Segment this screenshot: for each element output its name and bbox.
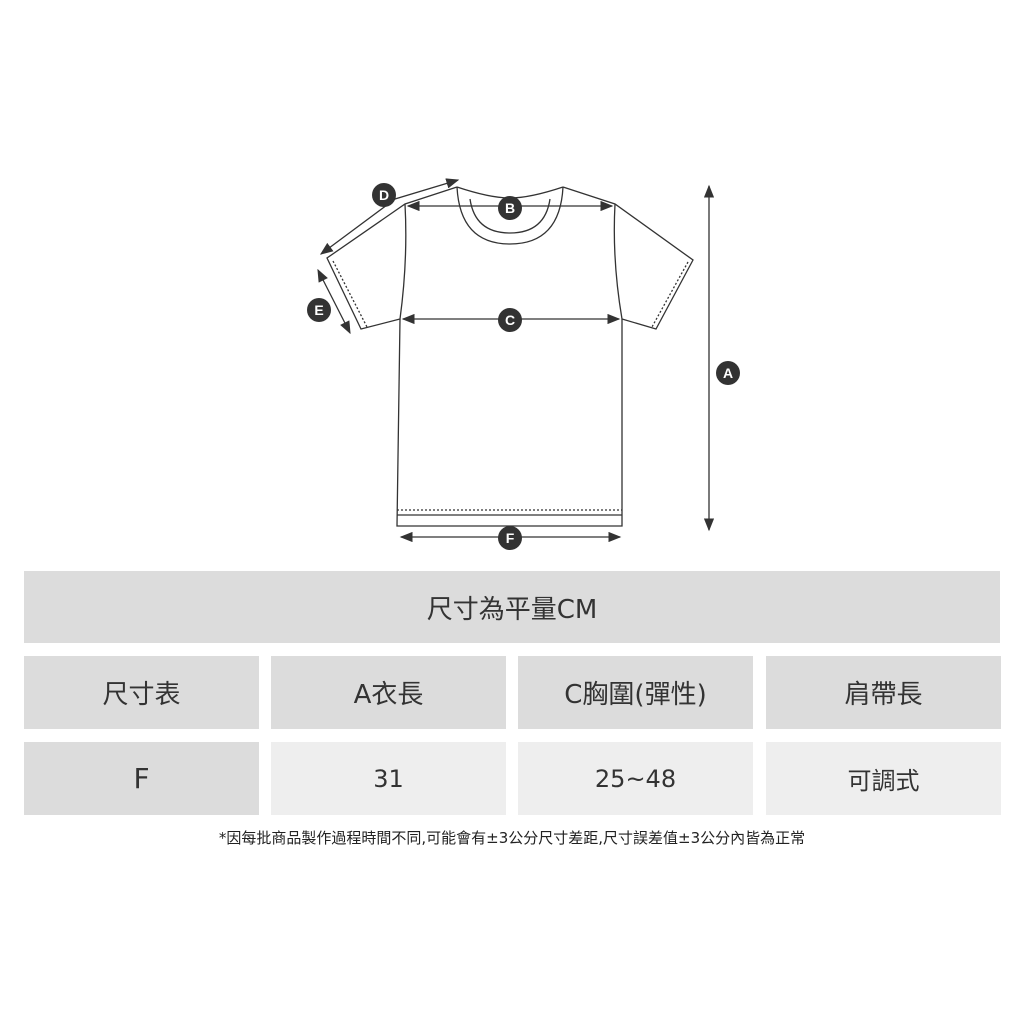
label-a: A — [716, 361, 740, 385]
svg-text:C: C — [505, 312, 515, 328]
svg-text:F: F — [506, 530, 515, 546]
svg-text:D: D — [379, 187, 389, 203]
svg-text:A: A — [723, 365, 733, 381]
label-e: E — [307, 298, 331, 322]
cell-strap: 可調式 — [766, 742, 1001, 815]
header-strap: 肩帶長 — [766, 656, 1001, 729]
cell-chest: 25~48 — [518, 742, 753, 815]
header-length: A衣長 — [271, 656, 506, 729]
footnote: *因每批商品製作過程時間不同,可能會有±3公分尺寸差距,尺寸誤差值±3公分內皆為… — [218, 829, 806, 847]
shirt-outline — [326, 186, 694, 527]
label-f: F — [498, 526, 522, 550]
tshirt-diagram: D B C E A F — [307, 178, 740, 550]
cell-size: F — [24, 742, 259, 815]
label-c: C — [498, 308, 522, 332]
table-title: 尺寸為平量CM — [24, 571, 1000, 643]
svg-text:B: B — [505, 200, 515, 216]
header-chest: C胸圍(彈性) — [518, 656, 753, 729]
header-size: 尺寸表 — [24, 656, 259, 729]
label-d: D — [372, 183, 396, 207]
cell-length: 31 — [271, 742, 506, 815]
svg-text:E: E — [314, 302, 323, 318]
label-b: B — [498, 196, 522, 220]
